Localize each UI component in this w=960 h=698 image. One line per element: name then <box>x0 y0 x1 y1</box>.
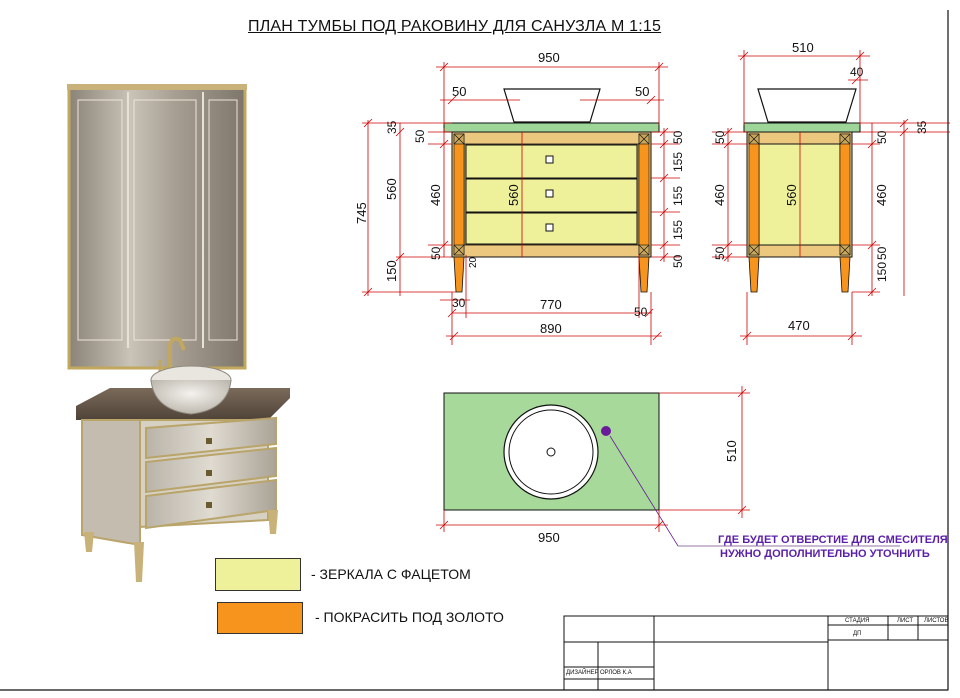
dim-side-overhang: 40 <box>850 65 864 79</box>
dim-front-width: 950 <box>538 50 560 65</box>
front-elevation <box>443 88 660 293</box>
dim-front-inner: 460 <box>428 184 443 206</box>
mixer-hole-marker <box>601 426 611 436</box>
mirror-top-trim <box>67 84 247 90</box>
sink-side <box>757 88 857 123</box>
post-front <box>453 133 465 256</box>
dim-side-frame-r1: 50 <box>875 130 889 144</box>
legend-swatch-mirror <box>215 558 301 591</box>
dim-side-inner: 460 <box>712 184 727 206</box>
dim-plan-depth: 510 <box>724 440 739 462</box>
dim-front-top-thk: 35 <box>385 120 399 134</box>
dim-side-frame-r2: 50 <box>875 246 889 260</box>
dim-side-frame-top: 50 <box>713 130 727 144</box>
note-line-1: ГДЕ БУДЕТ ОТВЕРСТИЕ ДЛЯ СМЕСИТЕЛЯ <box>718 534 948 546</box>
dim-drawer-3: 155 <box>671 220 685 240</box>
plan-view <box>443 392 900 547</box>
dimension-labels: 950 50 50 745 35 560 150 50 460 50 560 5… <box>354 40 929 545</box>
dim-drawer-2: 155 <box>671 186 685 206</box>
dim-front-base: 890 <box>540 321 562 336</box>
dim-drawer-1: 155 <box>671 152 685 172</box>
dim-front-mid: 770 <box>540 297 562 312</box>
dim-front-frame-r2: 50 <box>671 254 685 268</box>
countertop-side <box>743 122 861 133</box>
side-mirror-panel <box>758 143 841 246</box>
dim-front-right-offset: 50 <box>635 84 649 99</box>
dim-front-inner-body: 560 <box>506 184 521 206</box>
dim-side-top-thk: 35 <box>915 120 929 134</box>
dim-front-height: 745 <box>354 202 369 224</box>
tb-sheets-header: ЛИСТОВ <box>924 618 949 624</box>
leg-render <box>84 532 94 552</box>
drain-hole <box>546 447 556 457</box>
dim-side-body: 560 <box>784 184 799 206</box>
leg-front <box>638 256 650 293</box>
dim-front-right-frame: 50 <box>634 305 648 319</box>
drawer-knob <box>545 189 554 198</box>
dim-front-frame-bottom: 50 <box>429 246 443 260</box>
tb-designer-name: ОРЛОВ К.А <box>600 670 632 676</box>
vanity-render <box>67 84 290 582</box>
drawer-knob <box>545 155 554 164</box>
countertop-front <box>443 122 660 133</box>
note-line-2: НУЖНО ДОПОЛНИТЕЛЬНО УТОЧНИТЬ <box>720 548 930 560</box>
post-front <box>638 133 650 256</box>
leg-front <box>453 256 465 293</box>
leg-side <box>839 256 851 293</box>
bowl-render <box>150 379 232 415</box>
tb-stage-value: ДП <box>853 631 862 637</box>
dim-front-small: 20 <box>468 256 479 268</box>
dim-plan-width: 950 <box>538 530 560 545</box>
dim-front-leg-width: 30 <box>452 296 466 310</box>
faucet-render <box>168 336 186 372</box>
dim-front-frame-r1: 50 <box>671 130 685 144</box>
legend-label-mirror: - ЗЕРКАЛА С ФАЦЕТОМ <box>311 566 471 582</box>
legend-swatch-gold <box>217 602 303 634</box>
tb-role: ДИЗАЙНЕР <box>566 670 599 676</box>
dim-front-legs: 150 <box>384 260 399 282</box>
page-title: ПЛАН ТУМБЫ ПОД РАКОВИНУ ДЛЯ САНУЗЛА М 1:… <box>248 18 662 35</box>
mirror-render <box>67 86 247 370</box>
drawer-knob <box>545 223 554 232</box>
dim-side-inner-r: 460 <box>874 184 889 206</box>
tb-sheet-header: ЛИСТ <box>897 618 914 624</box>
dim-side-legs: 150 <box>875 262 889 282</box>
side-elevation <box>743 88 861 293</box>
dim-front-frame-top: 50 <box>413 129 427 143</box>
title-block <box>563 615 949 691</box>
dim-front-body: 560 <box>384 178 399 200</box>
dim-front-left-offset: 50 <box>452 84 466 99</box>
dimension-lines <box>362 50 950 532</box>
legend-label-gold: - ПОКРАСИТЬ ПОД ЗОЛОТО <box>315 609 504 625</box>
leg-render <box>134 542 144 582</box>
leg-render <box>268 510 278 534</box>
dim-side-base: 470 <box>788 318 810 333</box>
leg-side <box>748 256 760 293</box>
tb-stage-header: СТАДИЯ <box>845 618 870 624</box>
dim-side-width: 510 <box>792 40 814 55</box>
sink-front <box>503 88 601 123</box>
dim-side-frame-bottom: 50 <box>713 246 727 260</box>
